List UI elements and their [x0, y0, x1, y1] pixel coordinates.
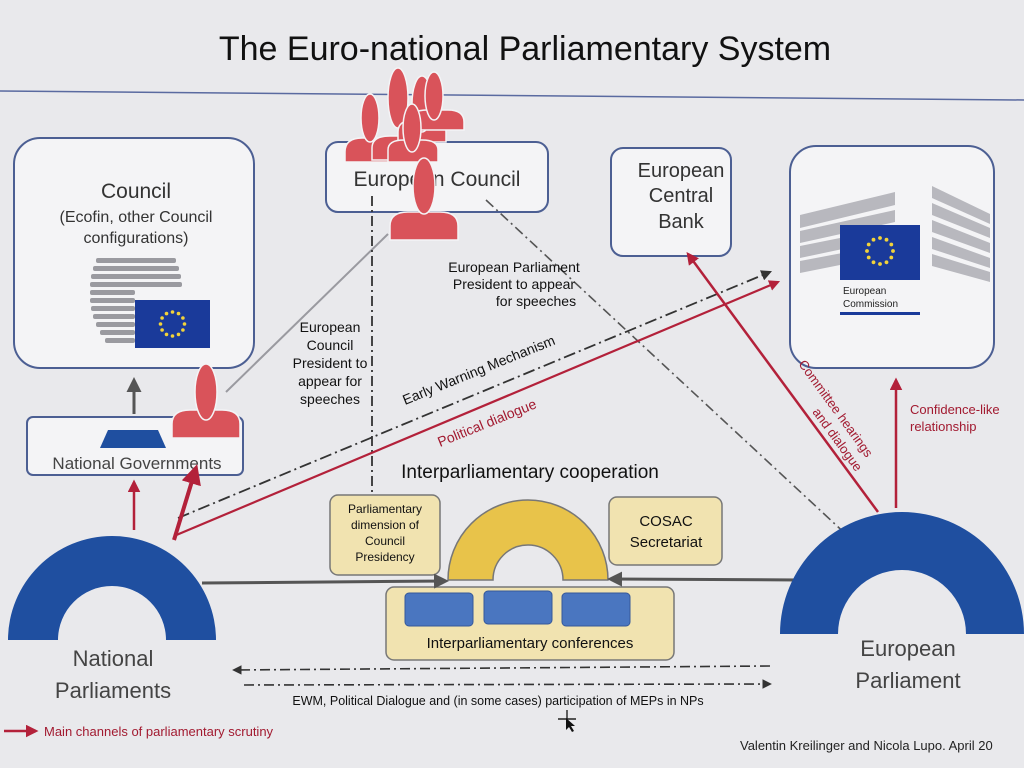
title-rule [0, 90, 1024, 101]
government-building-icon [100, 430, 166, 448]
commission-logo-line2: Commission [843, 299, 898, 310]
european-parliament-node: European Parliament [780, 512, 1024, 693]
parl-dimension-line4: Presidency [355, 550, 414, 564]
european-parliament-line2: Parliament [855, 668, 960, 693]
ecb-node: European Central Bank [610, 147, 732, 257]
ewm-line [177, 270, 772, 519]
ep-president-line3: for speeches [496, 293, 576, 309]
interparl-arch-icon [447, 499, 609, 581]
committee-hearings-arrow [686, 251, 880, 513]
parl-dimension-line1: Parliamentary [348, 502, 422, 516]
council-subtitle-line2: configurations) [84, 230, 189, 247]
council-title: Council [101, 180, 171, 203]
np-to-ec-member-arrow [172, 464, 201, 541]
council-subtitle-line1: (Ecofin, other Council [60, 209, 213, 226]
ep-president-speech-line [485, 199, 852, 540]
national-minister-figure-icon [171, 363, 241, 439]
confidence-line2: relationship [910, 419, 977, 434]
national-parliaments-icon [8, 536, 216, 640]
heads-of-government-icon [344, 67, 465, 163]
commission-flag-icon [840, 225, 920, 280]
ewm-bottom-arrow-right [243, 679, 772, 689]
legend: Main channels of parliamentary scrutiny [4, 724, 274, 739]
mouse-cursor-icon [558, 710, 576, 732]
interparl-cooperation-label: Interparliamentary cooperation [401, 462, 659, 483]
diagram-title: The Euro-national Parliamentary System [219, 30, 831, 68]
parl-dimension-line2: dimension of [351, 518, 420, 532]
np-to-cooperation-arrow [201, 573, 449, 589]
national-parliaments-line2: Parliaments [55, 678, 171, 703]
council-building-icon [90, 258, 182, 343]
ec-president-line4: appear for [298, 373, 362, 389]
council-node: Council (Ecofin, other Council configura… [13, 137, 255, 369]
national-parliaments-node: National Parliaments [8, 536, 216, 703]
conference-block-3 [561, 592, 631, 627]
european-parliament-line1: European [860, 636, 955, 661]
confidence-line1: Confidence-like [910, 402, 1000, 417]
national-parliaments-line1: National [73, 646, 154, 671]
cosac-line1: COSAC [639, 513, 693, 530]
commission-logo-line1: European [843, 286, 886, 297]
parl-dimension-node: Parliamentary dimension of Council Presi… [329, 494, 441, 576]
ec-president-line5: speeches [300, 391, 360, 407]
council-link-line [225, 233, 389, 393]
ewm-bottom-label: EWM, Political Dialogue and (in some cas… [292, 694, 703, 708]
ec-president-annotation: European Council President to appear for… [293, 319, 368, 407]
national-governments-label: National Governments [52, 454, 221, 473]
legend-label: Main channels of parliamentary scrutiny [44, 724, 274, 739]
ecb-line3: Bank [658, 211, 705, 233]
ep-president-line1: European Parliament [448, 259, 580, 275]
cosac-line2: Secretariat [630, 534, 703, 551]
ec-president-figure-icon [389, 157, 459, 241]
ecb-line1: European [638, 160, 725, 182]
conference-block-1 [404, 592, 474, 627]
interparl-conferences-label: Interparliamentary conferences [427, 635, 634, 652]
footer-credit: Valentin Kreilinger and Nicola Lupo. Apr… [740, 738, 993, 753]
commission-logo-bar [840, 312, 920, 315]
european-parliament-icon [780, 512, 1024, 634]
ep-president-annotation: European Parliament President to appear … [448, 259, 580, 309]
cosac-node: COSAC Secretariat [608, 496, 723, 566]
ecb-line2: Central [649, 185, 713, 207]
eu-flag-icon [135, 300, 210, 348]
ep-to-cooperation-arrow [607, 571, 801, 587]
european-council-label: European Council [354, 168, 521, 191]
commission-node: European Commission [789, 145, 995, 369]
commission-building-icon [800, 186, 990, 282]
ep-president-line2: President to appear [453, 276, 576, 292]
political-dialogue-line [173, 280, 781, 538]
ec-president-line1: European [300, 319, 361, 335]
ewm-bottom-arrow-left [232, 665, 771, 675]
ec-president-line3: President to [293, 355, 368, 371]
parl-dimension-line3: Council [365, 534, 405, 548]
ec-president-line2: Council [307, 337, 354, 353]
interparl-conferences-node: Interparliamentary conferences [385, 586, 675, 661]
conference-block-2 [483, 590, 553, 625]
